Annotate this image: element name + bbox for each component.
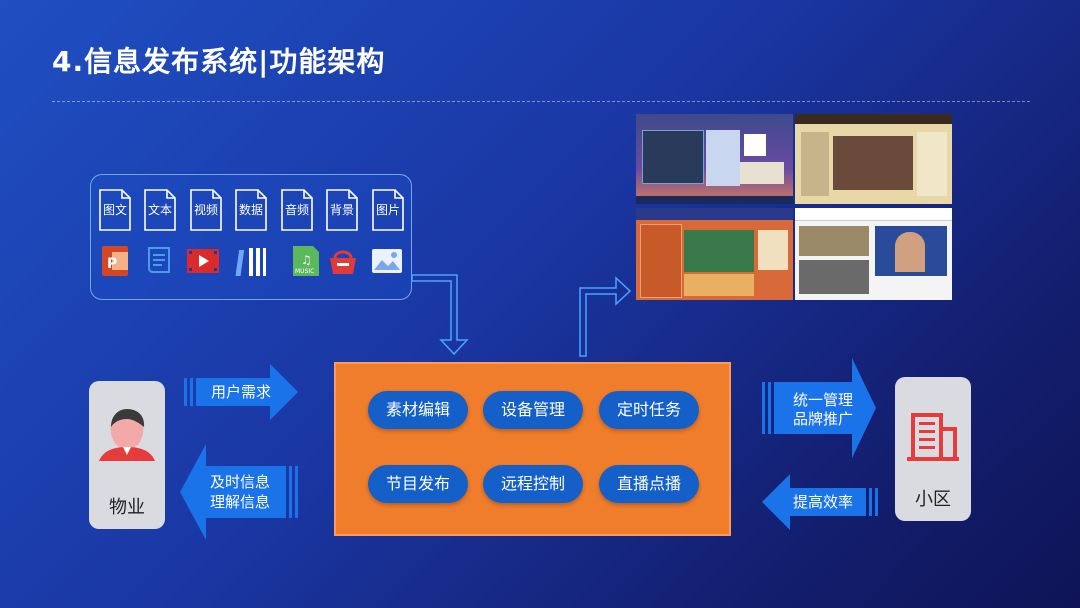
svg-text:P: P bbox=[107, 256, 117, 272]
efficiency-text: 提高效率 bbox=[792, 493, 853, 511]
feedback-arrow bbox=[180, 444, 298, 540]
material-edit-pill: 素材编辑 bbox=[368, 391, 468, 429]
program-publish-pill: 节目发布 bbox=[368, 465, 468, 503]
function-center-box bbox=[334, 362, 731, 536]
source-material-panel bbox=[90, 174, 412, 300]
community-label: 小区 bbox=[915, 489, 951, 510]
doc-icon-label: 数据 bbox=[238, 203, 263, 217]
slide-title: 4.信息发布系统|功能架构 bbox=[52, 45, 386, 78]
person-icon bbox=[99, 409, 155, 461]
scroll-text-icon bbox=[143, 244, 177, 278]
music-file-icon: ♫MUSIC bbox=[289, 244, 323, 278]
background-basket-icon bbox=[326, 244, 360, 278]
doc-icon-label: 图文 bbox=[102, 203, 127, 217]
unified-management-arrow bbox=[762, 358, 876, 458]
doc-icon-6: 背景 bbox=[325, 189, 359, 231]
video-film-icon bbox=[186, 244, 220, 278]
up-flow-arrow bbox=[579, 276, 632, 357]
building-icon bbox=[907, 413, 959, 461]
screen-school-board bbox=[636, 208, 793, 300]
doc-icon-label: 音频 bbox=[284, 203, 309, 217]
picture-icon bbox=[370, 244, 404, 278]
doc-icon-label: 文本 bbox=[147, 203, 172, 217]
screen-news-portal bbox=[795, 208, 952, 300]
doc-icon-1: 图文 bbox=[98, 189, 132, 231]
svg-text:MUSIC: MUSIC bbox=[295, 268, 314, 275]
user-demand-text: 用户需求 bbox=[210, 383, 271, 401]
data-bars-icon bbox=[234, 244, 268, 278]
doc-icon-label: 视频 bbox=[193, 203, 218, 217]
doc-icon-4: 数据 bbox=[234, 189, 268, 231]
doc-icon-label: 图片 bbox=[375, 203, 400, 217]
ppt-icon: P bbox=[98, 244, 132, 278]
property-management-card: 物业 bbox=[89, 381, 165, 529]
live-vod-pill: 直播点播 bbox=[599, 465, 699, 503]
down-flow-arrow bbox=[411, 274, 469, 356]
unified-text-line1: 统一管理 bbox=[792, 391, 853, 409]
feedback-text-line2: 理解信息 bbox=[209, 493, 270, 511]
user-demand-arrow bbox=[184, 364, 298, 420]
doc-icon-2: 文本 bbox=[143, 189, 177, 231]
screen-lobby-info bbox=[636, 114, 793, 204]
scheduled-task-pill: 定时任务 bbox=[599, 391, 699, 429]
doc-icon-label: 背景 bbox=[329, 203, 354, 217]
doc-icon-7: 图片 bbox=[371, 189, 405, 231]
doc-icon-3: 视频 bbox=[189, 189, 223, 231]
property-label: 物业 bbox=[109, 497, 145, 518]
unified-text-line2: 品牌推广 bbox=[792, 410, 853, 428]
svg-text:♫: ♫ bbox=[301, 253, 312, 267]
efficiency-arrow bbox=[762, 474, 878, 530]
screen-notice-board bbox=[795, 114, 952, 204]
screen-collage bbox=[636, 114, 952, 300]
remote-control-pill: 远程控制 bbox=[483, 465, 583, 503]
feedback-text-line1: 及时信息 bbox=[209, 473, 270, 491]
doc-icon-5: 音频 bbox=[280, 189, 314, 231]
community-card: 小区 bbox=[895, 377, 971, 521]
title-divider bbox=[52, 101, 1030, 102]
device-management-pill: 设备管理 bbox=[483, 391, 583, 429]
